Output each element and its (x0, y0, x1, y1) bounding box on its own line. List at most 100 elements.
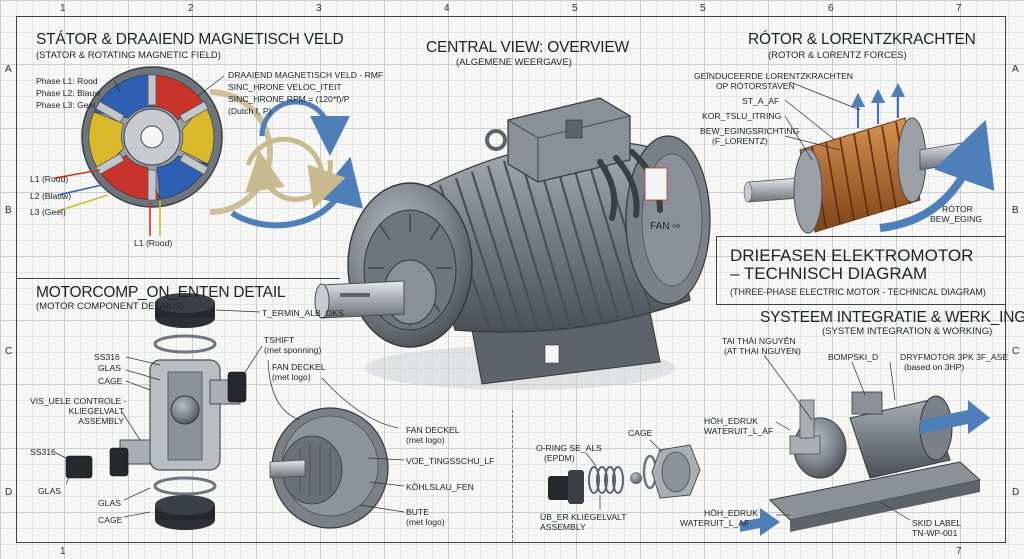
divider-right-middle (716, 304, 1006, 305)
direction-label: BEW_EGINGSRICHTING (700, 126, 800, 136)
ss316-bottom-label: SS316 (30, 447, 56, 457)
stator-illustration (54, 66, 364, 236)
tshift-label: TSHIFT (264, 335, 295, 345)
location-label: TAI THÁI NGUYÊN (722, 336, 796, 346)
oring-label-2: (EPDM) (544, 453, 575, 463)
drawing-frame (16, 16, 1006, 543)
grid-col-5: 5 (572, 3, 578, 14)
fan-cover-b-label-2: (met logo) (406, 435, 445, 445)
phase1-label: Phase L1: Rood (36, 76, 98, 86)
phase2-label: Phase L2: Blauw (36, 88, 101, 98)
central-title: CENTRAL VIEW: OVERVIEW (426, 39, 629, 56)
stator-subtitle: (STATOR & ROTATING MAGNETIC FIELD) (36, 50, 221, 61)
ss316-top-label: SS316 (94, 352, 120, 362)
system-title: SYSTEEM INTEGRATIE & WERK_ING (760, 309, 1024, 326)
rotor-illustration (743, 81, 995, 234)
grid-row-c-right: C (1012, 346, 1020, 357)
high-pressure-outlet-b-label: HÖH_EDRUK (704, 508, 758, 518)
housing-label: BUTE (406, 507, 429, 517)
lorentz-label: GEÏNDUCEERDE LORENTZKRACHTEN (694, 71, 854, 81)
grid-row-c: C (5, 346, 13, 357)
oring-label: O-RING SE_ALS (536, 443, 602, 453)
main-title-line3: (THREE-PHASE ELECTRIC MOTOR - TECHNICAL … (730, 287, 986, 297)
grid-col-3: 3 (316, 3, 322, 14)
high-pressure-outlet-label-2: WATERUIT_L_AF (704, 426, 774, 436)
grid-row-b-right: B (1012, 205, 1019, 216)
housing-label-2: (met logo) (406, 517, 445, 527)
divider-dashed-center (512, 410, 513, 543)
grid-col-2: 2 (188, 3, 194, 14)
rotor-motion-label: RÓTOR (942, 204, 973, 214)
motor-rating-label: DRYFMOTOR 3PK 3F_ASE (900, 352, 1009, 362)
grid-col-4: 4 (444, 3, 450, 14)
phase3-label: Phase L3: Geel (36, 100, 96, 110)
system-subtitle: (SYSTEM INTEGRATION & WORKING) (822, 326, 993, 337)
grid-col-7-bottom: 7 (956, 546, 962, 557)
small-valve-exploded-illustration (548, 439, 701, 510)
visual-control-label-2: KLIEGELVALT (68, 406, 124, 416)
grid-col-1: 1 (60, 3, 66, 14)
components-title: MOTORCOMP_ON_ENTEN DETAIL (36, 284, 286, 301)
components-subtitle: (MOTOR COMPONENT DETAILS) (36, 301, 184, 312)
pump-skid-label: BOMPSKI_D (828, 352, 879, 362)
fan-cover-illustration (267, 359, 405, 529)
high-pressure-outlet-b-label-2: WATERUIT_L_AF (680, 518, 750, 528)
high-pressure-outlet-label: HÖH_EDRUK (704, 416, 758, 426)
fan-cover-label-2: (met logo) (272, 372, 311, 382)
glas-left-label: GLAS (38, 486, 61, 496)
grid-row-d-right: D (1012, 487, 1020, 498)
rotor-title: RÓTOR & LORENTZKRACHTEN (748, 31, 976, 48)
rmf-note-label: (Dutch f, P) (228, 106, 272, 116)
grid-row-b: B (5, 205, 12, 216)
grid-col-7: 7 (956, 3, 962, 14)
rotor-subtitle: (ROTOR & LORENTZ FORCES) (768, 50, 907, 61)
grid-row-a: A (5, 64, 12, 75)
main-title-line2: – TECHNISCH DIAGRAM (730, 264, 928, 283)
ball-valve-label: ÜB_ER KLIEGELVALT (540, 512, 627, 522)
terminal-box-label: T_ERMIN_ALB_OKS (262, 308, 344, 318)
fan-cover-b-label: FAN DECKEL (406, 425, 460, 435)
central-motor-illustration (314, 97, 711, 390)
cage-top-label: CAGE (98, 376, 123, 386)
cooling-fins-label: KÖHLSLAU_FEN (406, 482, 474, 492)
fan-cover-label: FAN DECKEL (272, 362, 326, 372)
valve-cage-label: CAGE (628, 428, 653, 438)
grid-col-5b: 5 (700, 3, 706, 14)
motor-rating-label-2: (based on 3HP) (904, 362, 965, 372)
divider-title-box (716, 236, 717, 304)
main-title-line1: DRIEFASEN ELEKTROMOTOR (730, 246, 974, 265)
central-subtitle: (ALGEMENE WEERGAVE) (456, 57, 572, 68)
rotor-motion-label-2: BEW_EGING (930, 214, 983, 224)
tshift-label-2: (met sponning) (264, 345, 322, 355)
l1-bottom-label: L1 (Rood) (134, 238, 173, 248)
divider-left-middle (16, 278, 340, 279)
grid-col-1-bottom: 1 (60, 546, 66, 557)
sync-rpm-label: SINC_HRONE RPM = (120*f)/P (228, 94, 350, 104)
lorentz-label-2: OP RÓTORSTAVEN (716, 81, 795, 91)
glas-top-label: GLAS (98, 363, 121, 373)
rotor-bar-label: ST_A_AF (742, 96, 780, 106)
l2-label: L2 (Blauw) (30, 191, 72, 201)
fan-direction-label: FAN ⇨ (650, 221, 681, 232)
pump-skid-illustration (740, 354, 990, 536)
divider-title-top (716, 236, 1006, 237)
visual-control-label: VIS_UELE CONTROLE - (30, 396, 127, 406)
grid-col-6: 6 (828, 3, 834, 14)
grid-row-a-right: A (1012, 64, 1019, 75)
skid-label: SKID LABEL (912, 518, 962, 528)
direction-label-2: (F_LORENTZ) (712, 136, 768, 146)
rmf-label: DRAAIEND MAGNETISCH VELD - RMF (228, 70, 384, 80)
visual-control-label-3: ASSEMBLY (78, 416, 124, 426)
location-label-2: (AT THAI NGUYEN) (724, 346, 801, 356)
bearing-seat-label: VOE_TINGSSCHU_LF (406, 456, 495, 466)
grid-row-d: D (5, 487, 13, 498)
glas-bottom-label: GLAS (98, 498, 121, 508)
ball-valve-label-2: ASSEMBLY (540, 522, 586, 532)
stator-title: STÁTOR & DRAAIEND MAGNETISCH VELD (36, 31, 344, 48)
cage-bottom-label: CAGE (98, 515, 123, 525)
l1-label: L1 (Rood) (30, 174, 69, 184)
valve-exploded-illustration (55, 293, 263, 530)
sync-velocity-label: SINC_HRONE VELOC_ITEIT (228, 82, 342, 92)
